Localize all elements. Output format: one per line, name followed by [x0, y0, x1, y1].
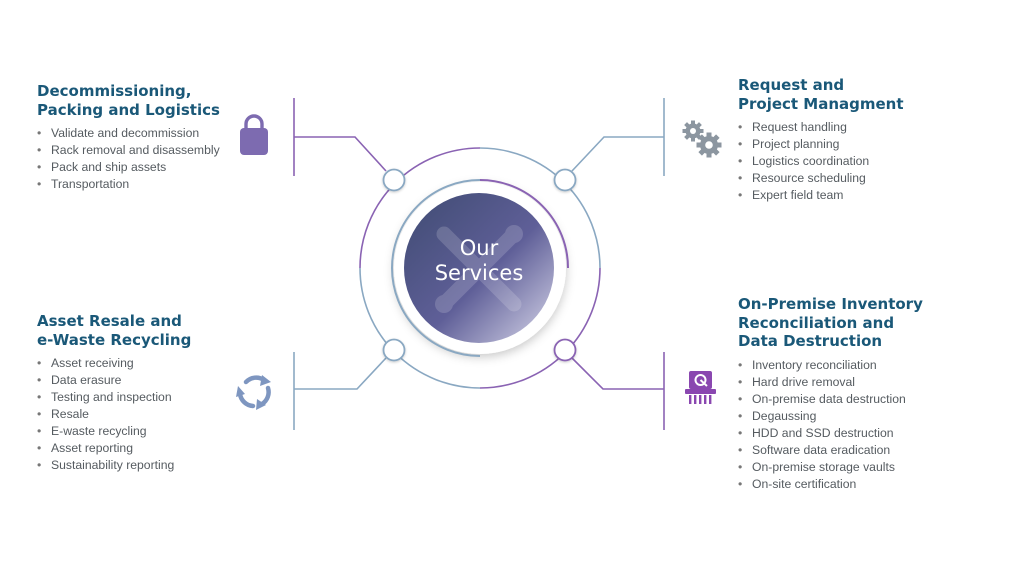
- list-item: Pack and ship assets: [37, 159, 220, 176]
- title-line: Data Destruction: [738, 332, 883, 350]
- list-item: Hard drive removal: [738, 374, 923, 391]
- node-bottom-left: [382, 338, 406, 362]
- list-item: Logistics coordination: [738, 153, 904, 170]
- title-line: On-Premise Inventory: [738, 295, 923, 313]
- list-item: Software data eradication: [738, 442, 923, 459]
- drive-shredder-icon: [685, 371, 716, 404]
- node-top-left: [382, 168, 406, 192]
- list-item: Transportation: [37, 176, 220, 193]
- section-title: Request and Project Managment: [738, 76, 904, 113]
- list-item: Expert field team: [738, 187, 904, 204]
- bullet-list: Asset receiving Data erasure Testing and…: [37, 355, 191, 474]
- list-item: Resource scheduling: [738, 170, 904, 187]
- list-item: Degaussing: [738, 408, 923, 425]
- list-item: Testing and inspection: [37, 389, 191, 406]
- list-item: On-premise storage vaults: [738, 459, 923, 476]
- section-request-project: Request and Project Managment Request ha…: [738, 76, 904, 204]
- connector-top-right: [571, 98, 665, 176]
- connector-bottom-left: [293, 352, 387, 430]
- center-label: Our Services: [399, 236, 559, 286]
- list-item: Sustainability reporting: [37, 457, 191, 474]
- list-item: On-premise data destruction: [738, 391, 923, 408]
- list-item: Data erasure: [37, 372, 191, 389]
- padlock-icon: [240, 114, 268, 155]
- title-line: Packing and Logistics: [37, 100, 220, 119]
- inner-ring: [391, 179, 569, 357]
- list-item: Resale: [37, 406, 191, 423]
- connector-bottom-right: [571, 352, 665, 430]
- recycle-icon: [236, 375, 271, 410]
- list-item: On-site certification: [738, 476, 923, 493]
- list-item: Rack removal and disassembly: [37, 142, 220, 159]
- bullet-list: Inventory reconciliation Hard drive remo…: [738, 357, 923, 493]
- bullet-list: Validate and decommission Rack removal a…: [37, 125, 220, 193]
- list-item: Asset receiving: [37, 355, 191, 372]
- gears-icon: [682, 120, 722, 158]
- section-on-premise: On-Premise Inventory Reconciliation and …: [738, 295, 923, 493]
- title-line: Reconciliation and: [738, 313, 895, 332]
- title-line: Decommissioning,: [37, 82, 192, 100]
- list-item: HDD and SSD destruction: [738, 425, 923, 442]
- bullet-list: Request handling Project planning Logist…: [738, 119, 904, 204]
- list-item: Project planning: [738, 136, 904, 153]
- list-item: E-waste recycling: [37, 423, 191, 440]
- node-top-right: [553, 168, 577, 192]
- title-line: Asset Resale and: [37, 312, 182, 330]
- section-asset-resale: Asset Resale and e-Waste Recycling Asset…: [37, 312, 191, 474]
- title-line: Project Managment: [738, 94, 904, 113]
- tools-icon: [435, 225, 523, 313]
- section-decommissioning: Decommissioning, Packing and Logistics V…: [37, 82, 220, 193]
- center-label-line2: Services: [434, 261, 524, 285]
- list-item: Validate and decommission: [37, 125, 220, 142]
- connector-top-left: [293, 98, 387, 176]
- list-item: Request handling: [738, 119, 904, 136]
- center-gradient-circle: [404, 193, 554, 343]
- section-title: Decommissioning, Packing and Logistics: [37, 82, 220, 119]
- section-title: On-Premise Inventory Reconciliation and …: [738, 295, 923, 351]
- list-item: Inventory reconciliation: [738, 357, 923, 374]
- center-label-line1: Our: [459, 236, 499, 260]
- title-line: Request and: [738, 76, 845, 94]
- title-line: e-Waste Recycling: [37, 330, 192, 349]
- section-title: Asset Resale and e-Waste Recycling: [37, 312, 191, 349]
- list-item: Asset reporting: [37, 440, 191, 457]
- node-bottom-right: [553, 338, 577, 362]
